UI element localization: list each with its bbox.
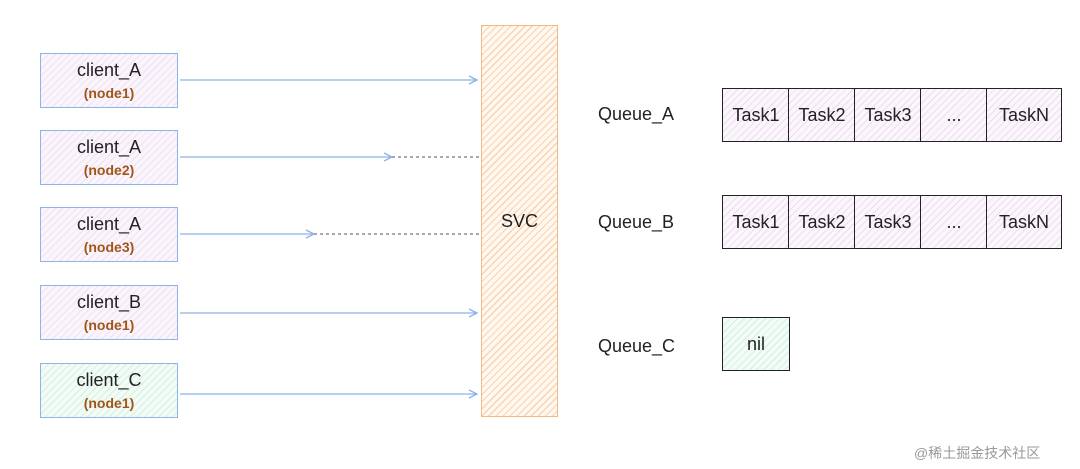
svc-box: SVC: [481, 25, 558, 417]
queue-task-cell: TaskN: [986, 88, 1062, 142]
queue-task-cell: nil: [722, 317, 790, 371]
client-node: (node3): [83, 239, 135, 255]
client-name: client_A: [76, 60, 142, 80]
client-node: (node2): [83, 162, 135, 178]
queue-task-cell: Task1: [722, 195, 790, 249]
queue-label: Queue_A: [598, 104, 675, 124]
client-node: (node1): [83, 395, 135, 411]
client-name: client_C: [76, 370, 142, 390]
queue-task-cell: Task3: [854, 88, 922, 142]
client-node: (node1): [83, 317, 135, 333]
queue-task-cell: ...: [920, 195, 988, 249]
client-name: client_B: [76, 292, 142, 312]
client-box: client_C (node1): [40, 363, 178, 418]
client-box: client_B (node1): [40, 285, 178, 340]
queue-label: Queue_B: [598, 212, 675, 232]
queue-task-cell: ...: [920, 88, 988, 142]
client-box: client_A (node1): [40, 53, 178, 108]
client-node: (node1): [83, 85, 135, 101]
client-name: client_A: [76, 137, 142, 157]
watermark: @稀土掘金技术社区: [914, 445, 1041, 461]
queue-task-cell: Task1: [722, 88, 790, 142]
queue-task-cell: TaskN: [986, 195, 1062, 249]
client-box: client_A (node3): [40, 207, 178, 262]
queue-task-cell: Task3: [854, 195, 922, 249]
queue-task-cell: Task2: [788, 195, 856, 249]
queue-label: Queue_C: [598, 336, 676, 356]
client-name: client_A: [76, 214, 142, 234]
queue-task-cell: Task2: [788, 88, 856, 142]
client-box: client_A (node2): [40, 130, 178, 185]
svc-label: SVC: [500, 210, 538, 231]
